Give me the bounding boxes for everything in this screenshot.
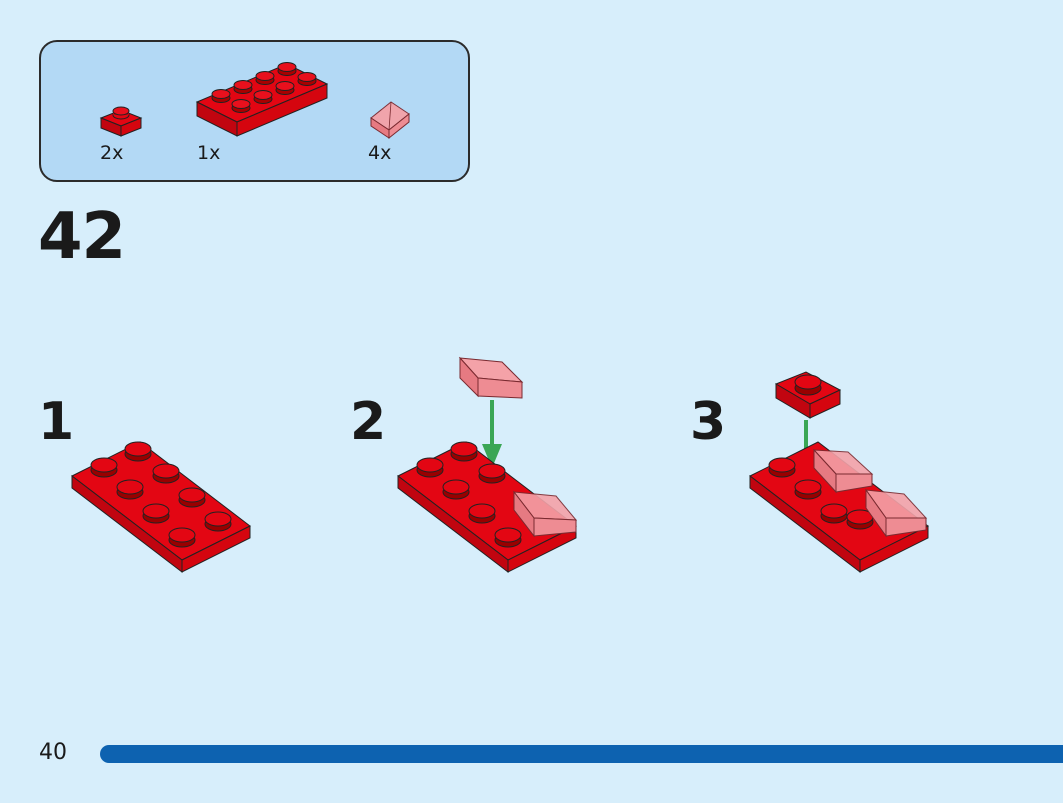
- part-quantity: 1x: [197, 142, 221, 164]
- page-progress-bar: [100, 745, 1063, 763]
- sub-step-3-label: 3: [690, 392, 727, 452]
- sub-step-2-label: 2: [350, 392, 387, 452]
- parts-list-box: 2x 1x 4x: [39, 40, 470, 182]
- part-quantity: 2x: [100, 142, 124, 164]
- sub-step-3-model: [749, 371, 929, 574]
- sub-step-1-model: [71, 441, 251, 574]
- part-quantity: 4x: [368, 142, 392, 164]
- page-number: 40: [39, 740, 67, 765]
- sub-step-1-label: 1: [38, 392, 75, 452]
- sub-step-2-model: [397, 356, 578, 574]
- trans-red-slope-icon: [370, 101, 410, 140]
- step-number: 42: [38, 200, 126, 274]
- trans-red-slope-icon: [458, 356, 524, 399]
- red-plate-2x4-icon: [195, 62, 329, 137]
- red-plate-1x1-icon: [774, 371, 842, 419]
- red-plate-1x1-icon: [99, 106, 143, 137]
